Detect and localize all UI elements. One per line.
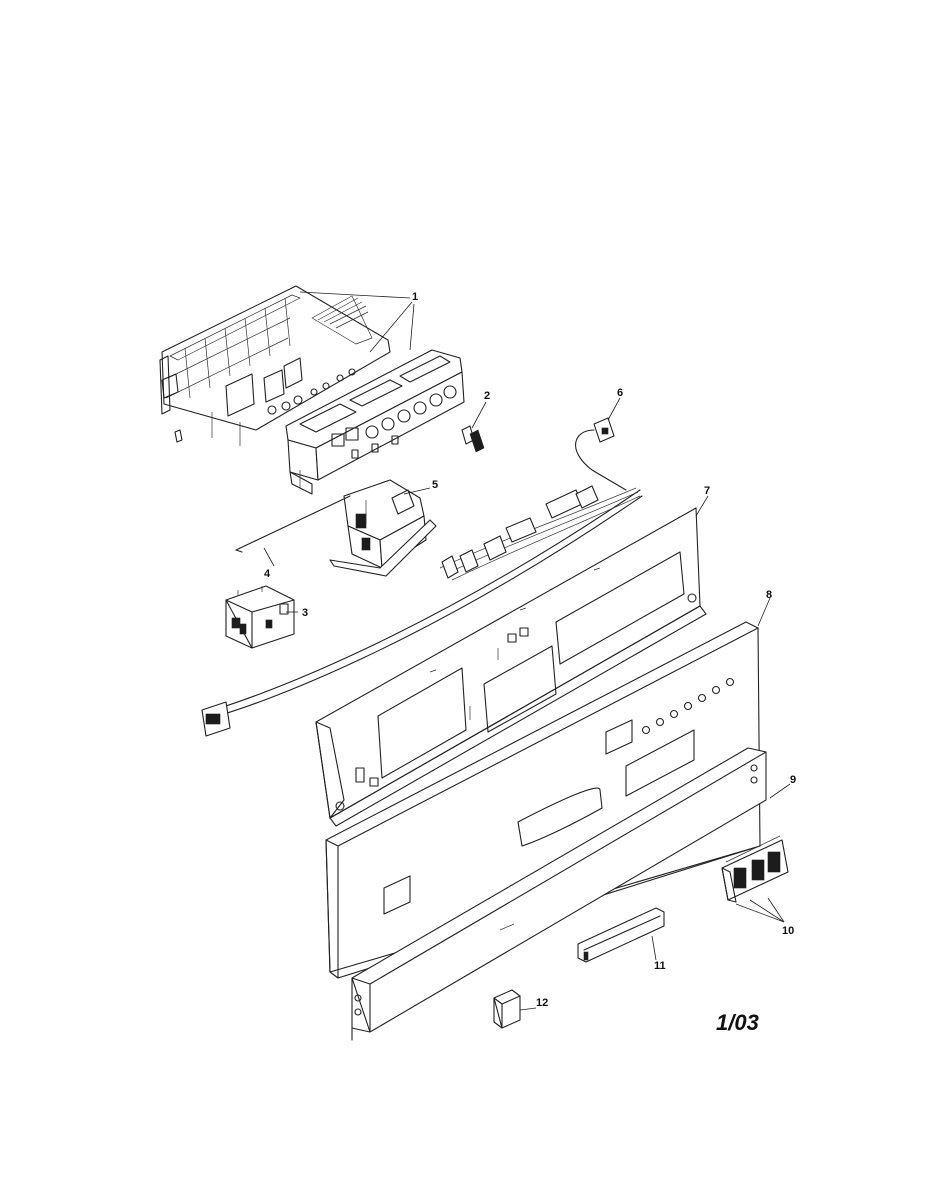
part-9-strip xyxy=(351,747,767,1041)
callout-10: 10 xyxy=(782,925,794,937)
callout-12: 12 xyxy=(536,997,548,1009)
part-10-button-insert xyxy=(721,835,789,903)
revision-code: 1/03 xyxy=(716,1010,759,1035)
part-2-switch xyxy=(461,425,485,453)
callout-2: 2 xyxy=(484,390,490,402)
part-4-rod xyxy=(235,495,351,553)
callout-11: 11 xyxy=(654,960,666,972)
part-7-plate-harness xyxy=(201,485,707,827)
callout-labels: 1 2 3 4 5 6 7 8 9 10 11 12 1/03 xyxy=(264,291,796,1035)
part-5-bracket xyxy=(329,479,437,577)
callout-5: 5 xyxy=(432,479,438,491)
callout-4: 4 xyxy=(264,568,271,580)
part-3-relay xyxy=(225,585,295,649)
part-1-control-module xyxy=(159,285,465,495)
leader-lines xyxy=(263,291,791,1011)
part-12-clip xyxy=(493,989,521,1029)
callout-9: 9 xyxy=(790,774,796,786)
callout-7: 7 xyxy=(704,485,710,497)
callout-3: 3 xyxy=(302,607,308,619)
callout-6: 6 xyxy=(617,387,623,399)
part-6-connector xyxy=(575,417,627,491)
part-11-handle xyxy=(577,907,665,963)
callout-1: 1 xyxy=(412,291,418,303)
callout-8: 8 xyxy=(766,589,772,601)
